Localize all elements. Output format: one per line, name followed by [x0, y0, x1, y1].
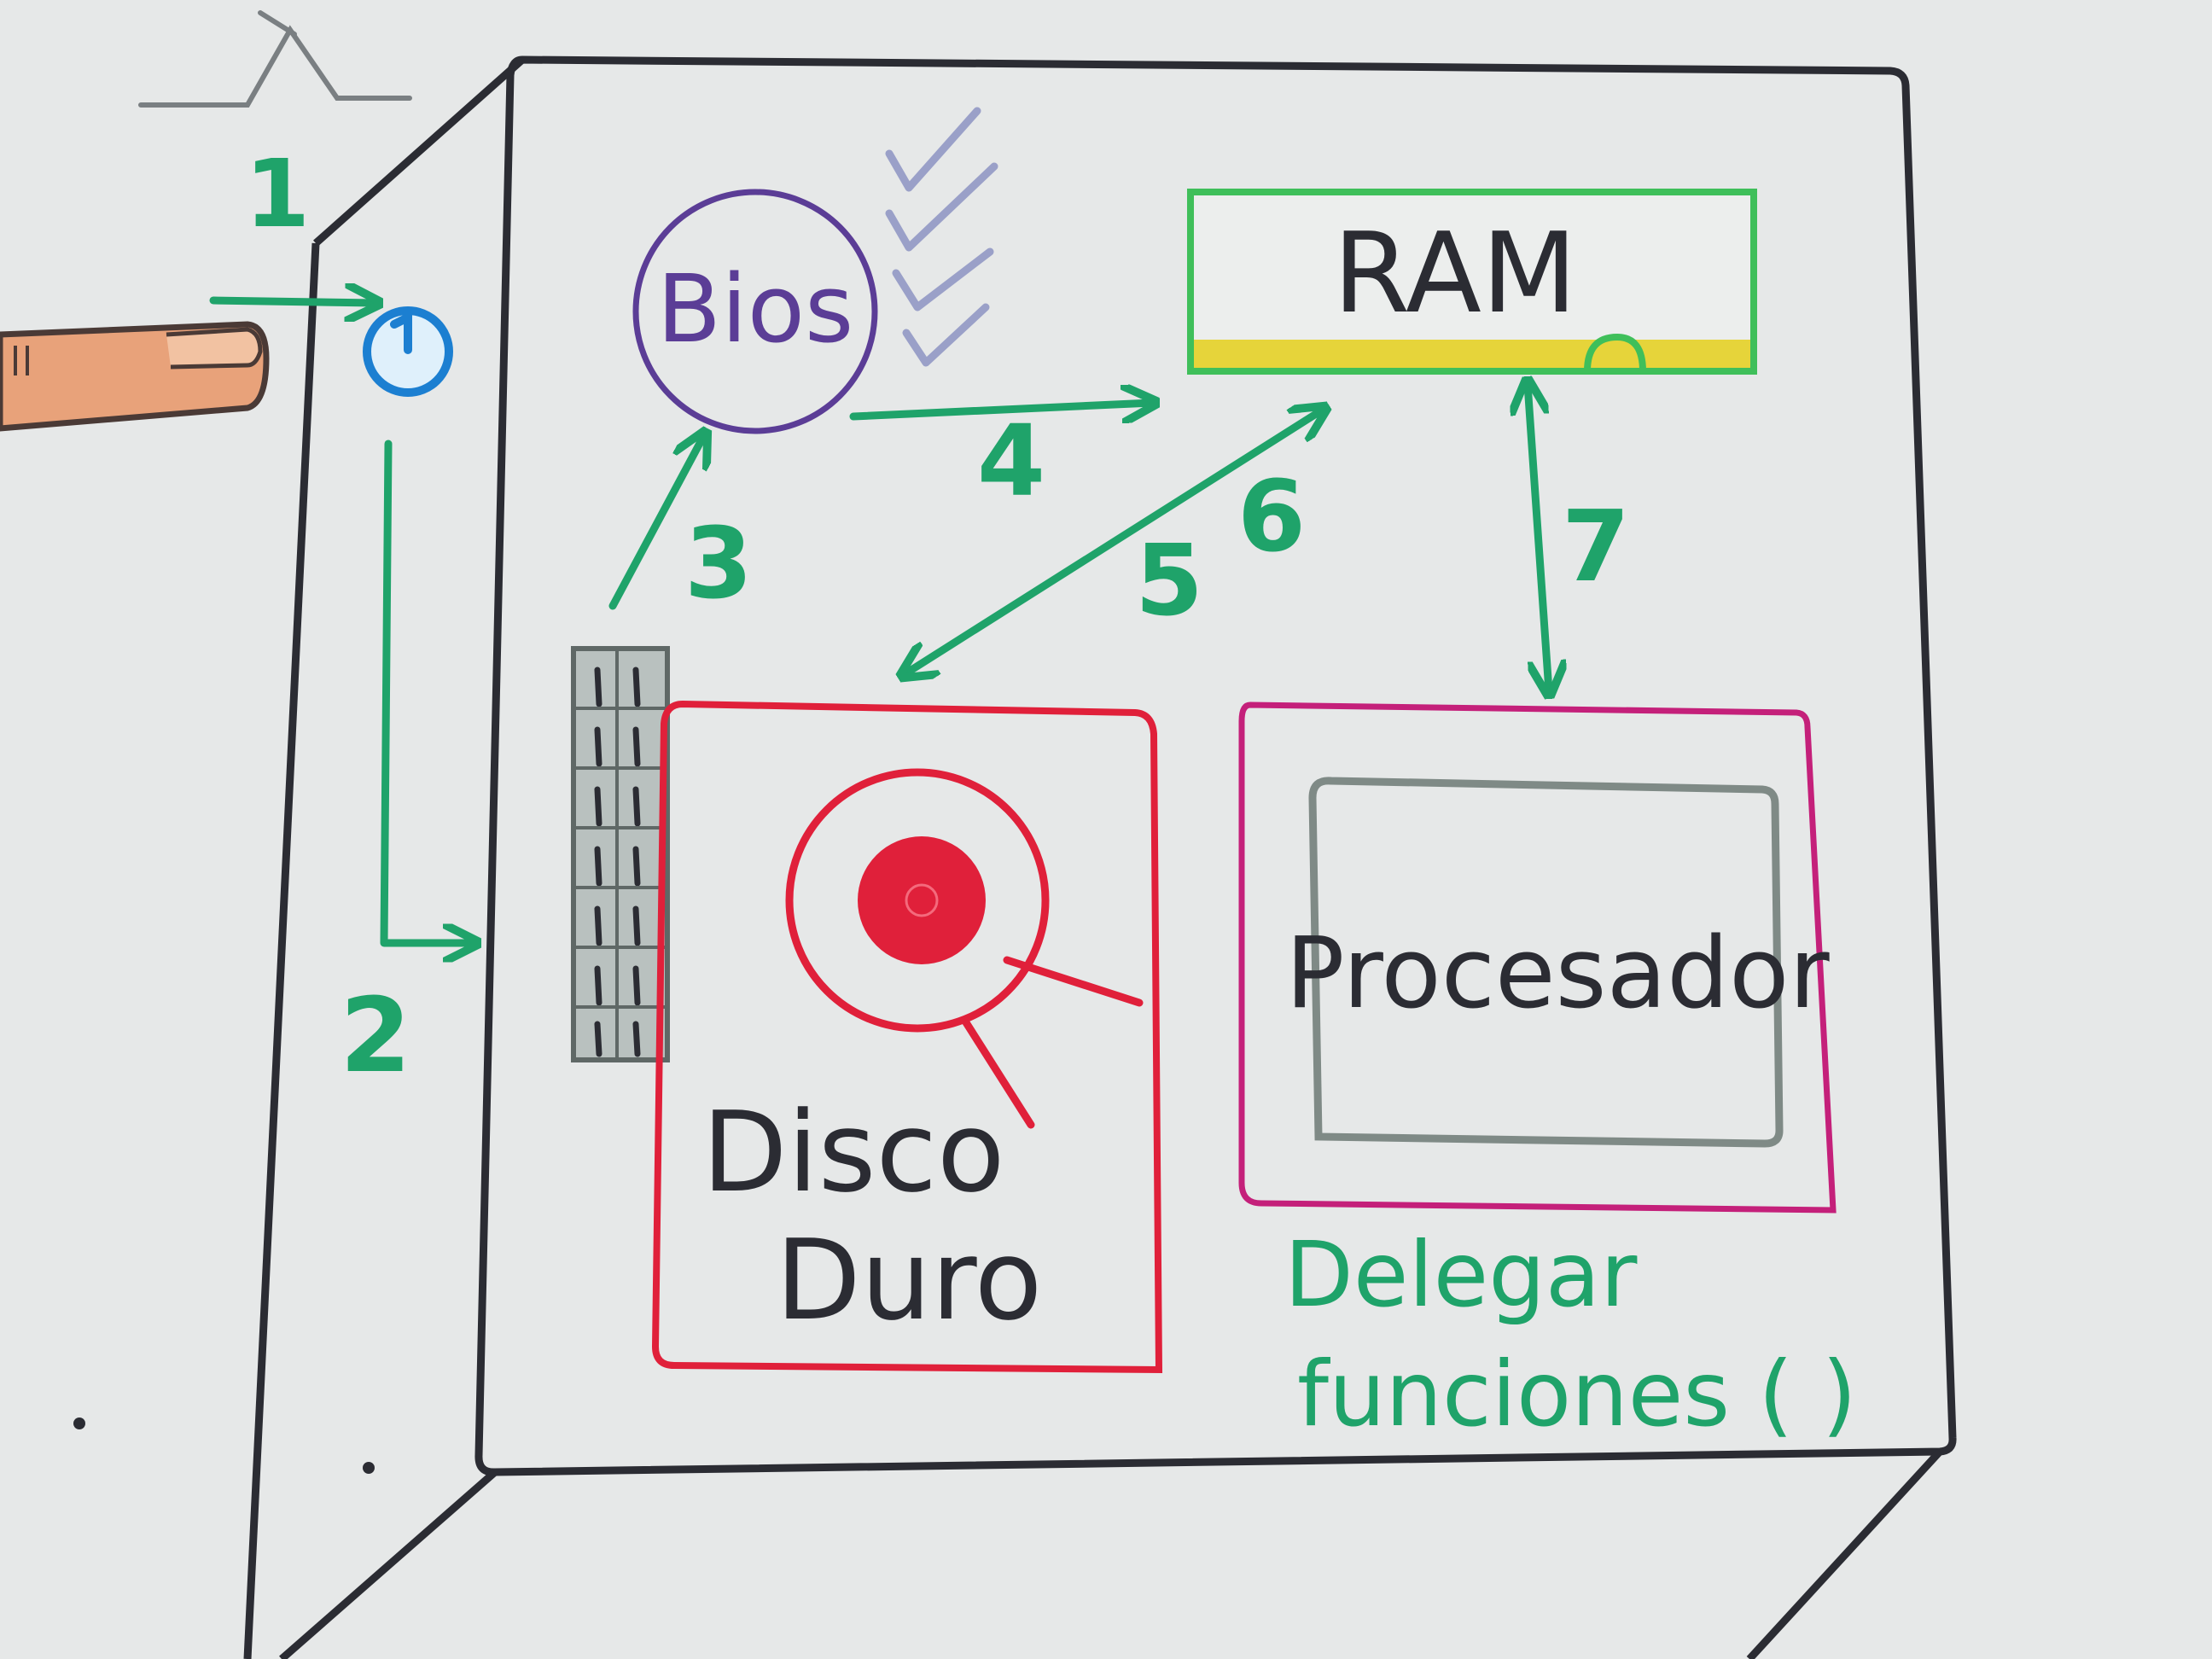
bios-node: Bios [632, 189, 878, 434]
step-1-label: 1 [245, 139, 311, 248]
bios-label: Bios [657, 254, 854, 364]
ram-label: RAM [1333, 208, 1577, 338]
disk-label-line2: Duro [776, 1215, 1043, 1345]
step-2-label: 2 [340, 977, 411, 1096]
computer-case [243, 55, 1957, 1659]
ram-module: RAM [1187, 189, 1757, 375]
sketch-mark [138, 10, 412, 108]
stray-dot [363, 1462, 375, 1474]
step-6-label: 6 [1237, 460, 1306, 574]
connector-icon [571, 646, 670, 1062]
delegate-label-line1: Delegar [1284, 1223, 1638, 1327]
checkmark-icon [885, 107, 998, 367]
power-button-icon [363, 306, 453, 397]
step-2-arrow [380, 439, 474, 943]
step-7-label: 7 [1562, 490, 1630, 604]
step-7-arrow [1528, 384, 1549, 691]
disk-platter-icon [785, 768, 1144, 1129]
case-side-face [313, 56, 525, 247]
step-3-label: 3 [684, 507, 753, 621]
delegate-label-line2: funciones ( ) [1297, 1342, 1857, 1447]
hard-disk: Disco Duro [651, 700, 1163, 1374]
processor: Procesador [1238, 701, 1837, 1214]
finger-icon [0, 321, 270, 432]
step-1-arrow [209, 300, 375, 303]
disk-label-line1: Disco [702, 1087, 1005, 1217]
step-4-label: 4 [977, 405, 1045, 519]
step-5-label: 5 [1135, 524, 1203, 638]
step-3-arrow [608, 435, 704, 610]
stray-dot [73, 1417, 85, 1429]
processor-label: Procesador [1285, 917, 1830, 1031]
step-5-6-arrow [905, 410, 1323, 674]
